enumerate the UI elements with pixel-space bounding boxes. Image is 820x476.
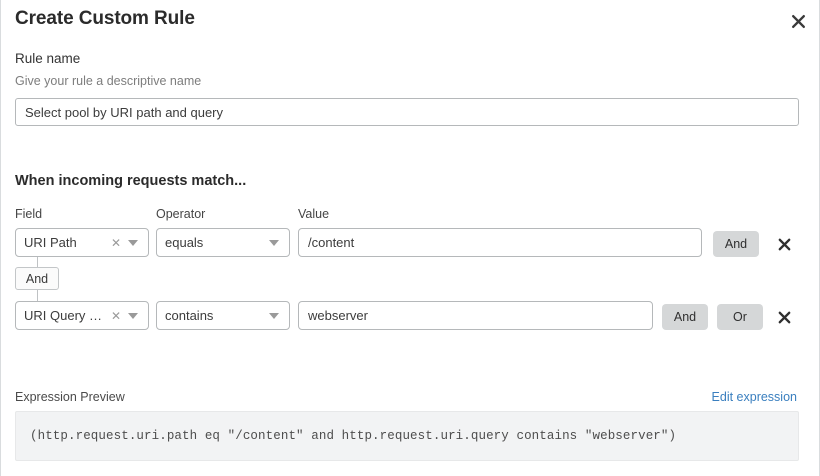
operator-select-row-2-value: contains	[165, 308, 214, 323]
rule-name-description: Give your rule a descriptive name	[15, 74, 202, 88]
operator-select-row-1[interactable]: equals	[156, 228, 290, 257]
clear-icon[interactable]: ✕	[110, 308, 121, 323]
column-header-field: Field	[15, 207, 43, 221]
chevron-down-icon	[269, 312, 279, 319]
clear-icon[interactable]: ✕	[110, 235, 121, 250]
column-header-operator: Operator	[156, 207, 206, 221]
field-select-row-2[interactable]: URI Query St... ✕	[15, 301, 149, 330]
value-input-row-2[interactable]	[298, 301, 653, 330]
field-select-row-1[interactable]: URI Path ✕	[15, 228, 149, 257]
page-title: Create Custom Rule	[15, 8, 195, 29]
and-button-row-2[interactable]: And	[662, 304, 708, 330]
rule-name-input[interactable]	[15, 98, 799, 126]
field-select-row-2-value: URI Query St...	[24, 308, 107, 323]
chevron-down-icon	[128, 239, 138, 246]
delete-icon[interactable]	[773, 233, 795, 255]
expression-preview-box: (http.request.uri.path eq "/content" and…	[15, 411, 799, 461]
field-select-row-1-value: URI Path	[24, 235, 77, 250]
chevron-down-icon	[128, 312, 138, 319]
connector-line-bottom	[37, 290, 38, 301]
conditions-heading: When incoming requests match...	[15, 173, 247, 189]
condition-connector-badge[interactable]: And	[15, 267, 59, 290]
or-button-row-2[interactable]: Or	[717, 304, 763, 330]
column-header-value: Value	[298, 207, 330, 221]
value-input-row-1[interactable]	[298, 228, 702, 257]
connector-line-top	[37, 257, 38, 267]
chevron-down-icon	[269, 239, 279, 246]
rule-name-label: Rule name	[15, 51, 81, 66]
edit-expression-link[interactable]: Edit expression	[711, 390, 797, 404]
operator-select-row-2[interactable]: contains	[156, 301, 290, 330]
delete-icon[interactable]	[773, 306, 795, 328]
close-icon[interactable]	[785, 8, 811, 34]
expression-preview-code: (http.request.uri.path eq "/content" and…	[30, 429, 677, 443]
and-button-row-1[interactable]: And	[713, 231, 759, 257]
operator-select-row-1-value: equals	[165, 235, 204, 250]
expression-preview-label: Expression Preview	[15, 390, 125, 404]
